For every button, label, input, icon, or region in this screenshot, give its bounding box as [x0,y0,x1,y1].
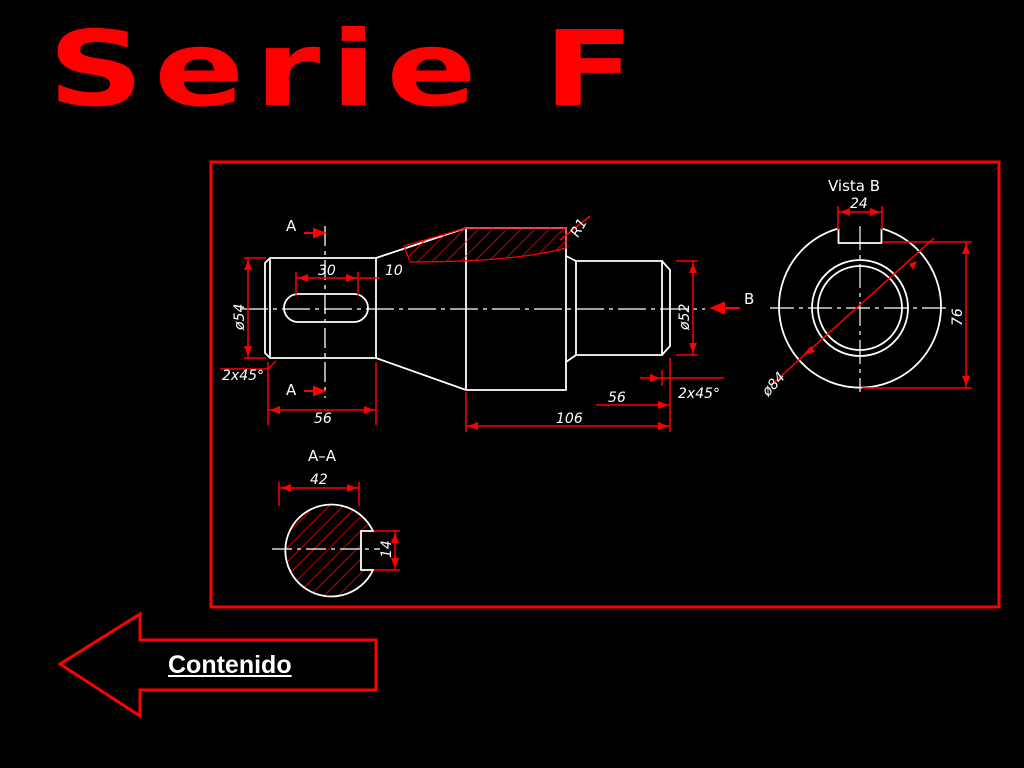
section-arrows [304,227,327,397]
dim-d10: 10 [385,263,403,279]
view-arrow-label: B [744,290,754,308]
dim-d52: ø52 [677,304,693,331]
end-view-arrowheads [803,208,970,386]
dimension-arrowheads [244,260,697,430]
dim-chamfer-left: 2x45° [222,368,264,384]
dim-chamfer-right: 2x45° [678,386,720,402]
view-arrow [709,301,740,315]
section-outline [284,503,375,598]
section-hatch [285,504,373,597]
end-view-dimensions [769,206,972,389]
dim-d30: 30 [318,263,336,279]
end-view [770,226,950,392]
dim-42: 42 [310,472,328,488]
dim-76: 76 [950,308,966,326]
contenido-link[interactable]: Contenido [168,651,292,679]
section-dimensions [272,482,400,571]
dim-d54: ø54 [232,304,248,331]
dim-14: 14 [379,540,395,558]
section-label-bottom: A [286,381,297,399]
dim-56-left: 56 [314,411,332,427]
view-title: Vista B [828,177,880,195]
section-title: A–A [308,447,337,465]
drawing-frame [209,160,1001,609]
hatched-region [403,227,567,263]
dim-106: 106 [556,411,583,427]
section-arrowheads [281,484,399,568]
slide-title: Serie F [48,8,645,130]
dim-56-right: 56 [608,390,626,406]
back-arrow-icon[interactable] [56,610,380,722]
section-label-top: A [286,217,297,235]
dim-r1: R1 [568,216,591,240]
dim-24: 24 [850,196,868,212]
